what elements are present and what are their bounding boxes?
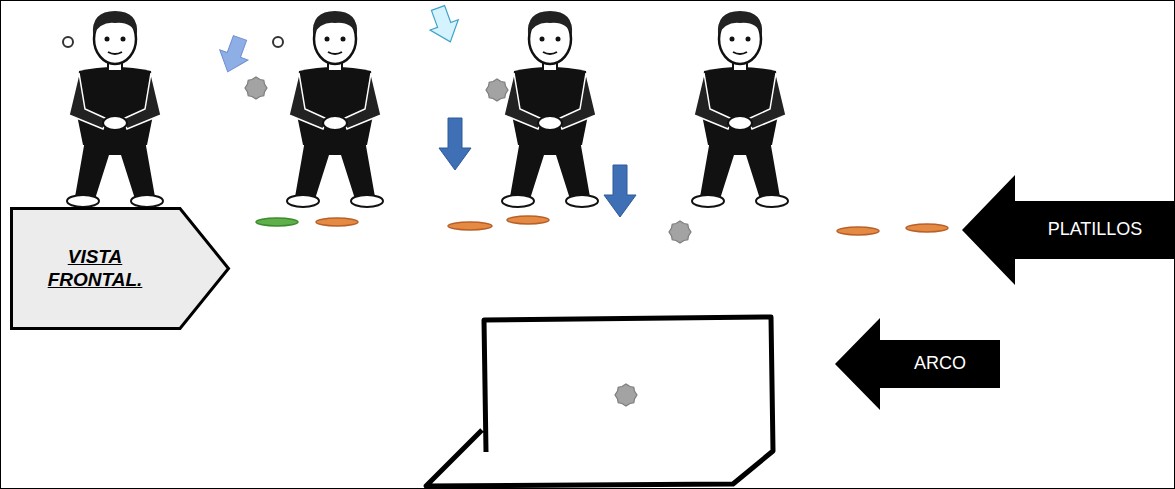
- player-figure: [502, 11, 598, 207]
- goal: [426, 317, 773, 486]
- motion-arrow: [604, 165, 636, 217]
- arrow-outline: [835, 318, 1000, 410]
- ball: [669, 221, 691, 243]
- cone-disc: [448, 222, 492, 230]
- motion-arrow: [424, 3, 465, 47]
- ball: [615, 384, 637, 406]
- arrow-label: PLATILLOS: [962, 175, 1175, 285]
- ball-outline: [63, 37, 73, 47]
- arrow-label: ARCO: [835, 318, 1000, 410]
- cone-disc: [316, 218, 358, 226]
- label-text: VISTA FRONTAL.: [39, 246, 151, 292]
- motion-arrow: [439, 118, 471, 170]
- cone-disc: [837, 227, 879, 235]
- cone-disc: [906, 224, 948, 232]
- cone-disc: [256, 218, 298, 226]
- pentagon-outline: [12, 209, 229, 329]
- view-label: VISTA FRONTAL.: [10, 207, 230, 330]
- player-figure: [67, 11, 163, 207]
- ball-outline: [273, 37, 283, 47]
- ball: [486, 79, 508, 101]
- player-figure: [287, 11, 383, 207]
- cone-disc: [507, 216, 549, 224]
- player-figure: [692, 11, 788, 207]
- ball: [245, 77, 267, 99]
- label-text: ARCO: [914, 353, 966, 375]
- motion-arrow: [214, 33, 255, 77]
- arrow-outline: [962, 175, 1175, 285]
- label-text: PLATILLOS: [1048, 219, 1143, 241]
